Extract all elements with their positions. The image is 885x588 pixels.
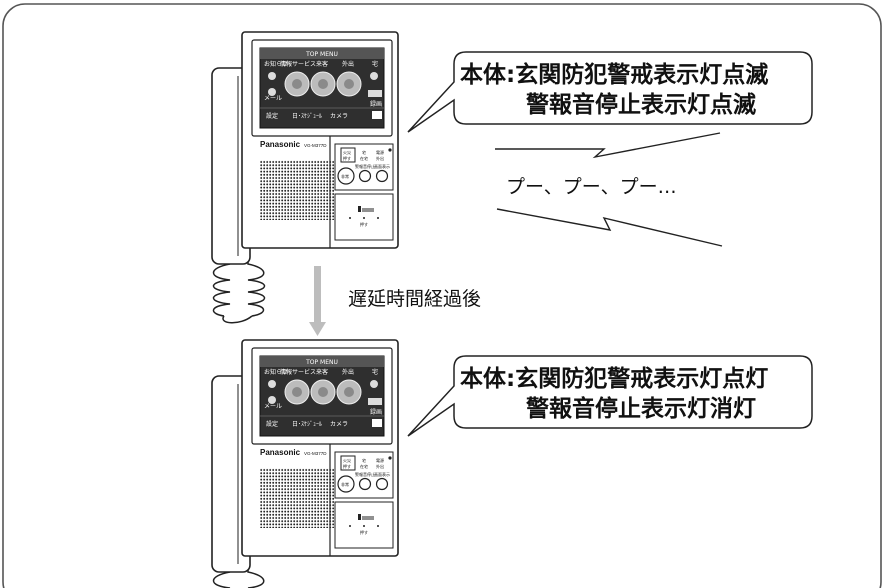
svg-text:来客: 来客 <box>316 60 328 68</box>
svg-text:電源: 電源 <box>376 149 384 155</box>
svg-text:日･ｽｹｼﾞｭｰﾙ: 日･ｽｹｼﾞｭｰﾙ <box>292 113 322 120</box>
svg-text:非常: 非常 <box>341 481 349 487</box>
svg-text:宅: 宅 <box>372 368 378 376</box>
brand-logo: Panasonic <box>260 448 301 457</box>
svg-text:警報音停止: 警報音停止 <box>355 471 375 477</box>
svg-text:画面表示: 画面表示 <box>374 163 390 169</box>
sound-wave-lower <box>496 208 723 247</box>
svg-text:日･ｽｹｼﾞｭｰﾙ: 日･ｽｹｼﾞｭｰﾙ <box>292 421 322 428</box>
sound-wave-upper <box>495 132 721 159</box>
svg-text:外出: 外出 <box>376 463 384 469</box>
svg-text:情報サービス: 情報サービス <box>280 368 316 376</box>
fire-alert-indicator <box>388 148 392 152</box>
alarm-sound-text: プー、プー、プー… <box>506 176 677 198</box>
bottom-screen-text: TOP MENU お知らせ 情報サービス 来客 外出 宅 メール 録画 設定 日… <box>264 359 382 428</box>
svg-text:メール: メール <box>264 95 282 102</box>
svg-text:押す: 押す <box>343 155 351 161</box>
svg-text:押す: 押す <box>343 463 351 469</box>
svg-text:設定: 設定 <box>266 112 278 120</box>
svg-text:電源: 電源 <box>376 457 384 463</box>
delay-label: 遅延時間経過後 <box>348 288 481 310</box>
callout-bottom: 本体:玄関防犯警戒表示灯点灯 警報音停止表示灯消灯 <box>407 355 813 437</box>
brand-logo: Panasonic <box>260 140 301 149</box>
intercom-top: TOP MENU お知らせ 情報サービス 来客 外出 宅 メール 録画 設定 日… <box>211 31 399 324</box>
svg-text:画面表示: 画面表示 <box>374 471 390 477</box>
svg-text:情報サービス: 情報サービス <box>280 60 316 68</box>
svg-text:来客: 来客 <box>316 368 328 376</box>
svg-text:非常: 非常 <box>341 173 349 179</box>
svg-text:外出: 外出 <box>342 60 354 68</box>
svg-text:宅: 宅 <box>362 149 366 155</box>
svg-text:お知らせ: お知らせ <box>264 368 288 376</box>
svg-text:火災: 火災 <box>343 458 351 463</box>
svg-text:警報音停止: 警報音停止 <box>355 163 375 169</box>
model-number: VG-M377D <box>304 451 327 456</box>
top-panel-labels: 火災 押す 宅 在宅 電源 外出 警報音停止 画面表示 非常 押す <box>341 149 390 227</box>
svg-text:録画: 録画 <box>370 408 382 416</box>
svg-text:カメラ: カメラ <box>330 421 348 428</box>
model-number: VG-M377D <box>304 143 327 148</box>
svg-text:押す: 押す <box>360 529 368 535</box>
intercom-bottom: TOP MENU お知らせ 情報サービス 来客 外出 宅 メール 録画 設定 日… <box>211 339 399 588</box>
screen-title: TOP MENU <box>305 51 338 58</box>
screen-title: TOP MENU <box>305 359 338 366</box>
svg-text:外出: 外出 <box>342 368 354 376</box>
svg-text:外出: 外出 <box>376 155 384 161</box>
top-screen-text: TOP MENU お知らせ 情報サービス 来客 外出 宅 メール 録画 設定 日… <box>264 51 382 120</box>
svg-text:在宅: 在宅 <box>360 463 368 469</box>
callout-top-line1: 本体:玄関防犯警戒表示灯点滅 <box>460 61 768 88</box>
svg-text:メール: メール <box>264 403 282 410</box>
fire-alert-indicator <box>388 456 392 460</box>
svg-text:お知らせ: お知らせ <box>264 60 288 68</box>
svg-text:録画: 録画 <box>370 100 382 108</box>
callout-top-line2: 警報音停止表示灯点滅 <box>526 91 756 118</box>
callout-top: 本体:玄関防犯警戒表示灯点滅 警報音停止表示灯点滅 <box>407 51 813 133</box>
svg-text:宅: 宅 <box>362 457 366 463</box>
curly-cord-top <box>212 248 266 324</box>
svg-text:カメラ: カメラ <box>330 113 348 120</box>
svg-text:宅: 宅 <box>372 60 378 68</box>
svg-text:設定: 設定 <box>266 420 278 428</box>
delay-arrow <box>309 266 326 336</box>
svg-text:火災: 火災 <box>343 150 351 155</box>
svg-text:押す: 押す <box>360 221 368 227</box>
bottom-panel-labels: 火災 押す 宅 在宅 電源 外出 警報音停止 画面表示 非常 押す <box>341 457 390 535</box>
callout-bottom-line1: 本体:玄関防犯警戒表示灯点灯 <box>460 365 768 392</box>
callout-bottom-line2: 警報音停止表示灯消灯 <box>526 395 756 422</box>
svg-text:在宅: 在宅 <box>360 155 368 161</box>
